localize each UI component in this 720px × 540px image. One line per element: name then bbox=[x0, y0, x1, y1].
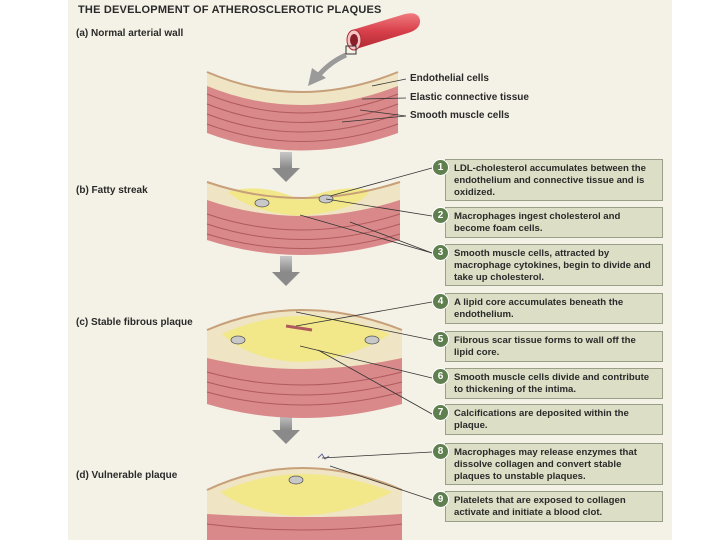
leader-elastic bbox=[361, 97, 407, 100]
leader-smooth-muscle-2 bbox=[359, 109, 407, 117]
label-smooth-muscle: Smooth muscle cells bbox=[410, 110, 510, 121]
section-label-stable-plaque: (c) Stable fibrous plaque bbox=[76, 317, 193, 328]
callout-step-8-text: Macrophages may release enzymes that dis… bbox=[454, 447, 637, 482]
step-badge-7: 7 bbox=[432, 404, 449, 421]
callout-step-9-text: Platelets that are exposed to collagen a… bbox=[454, 495, 626, 518]
step-badge-9: 9 bbox=[432, 491, 449, 508]
callout-step-8: Macrophages may release enzymes that dis… bbox=[445, 443, 663, 485]
artery-tube-icon bbox=[345, 13, 421, 55]
callout-step-6-text: Smooth muscle cells divide and contribut… bbox=[454, 372, 650, 395]
vulnerable-plaque-cross-section bbox=[206, 453, 403, 540]
leader-step-3b bbox=[349, 221, 433, 254]
figure-title: THE DEVELOPMENT OF ATHEROSCLEROTIC PLAQU… bbox=[78, 4, 382, 16]
down-arrow-3 bbox=[272, 414, 300, 444]
down-arrow-1 bbox=[272, 152, 300, 182]
section-label-normal: (a) Normal arterial wall bbox=[76, 28, 184, 39]
step-badge-1: 1 bbox=[432, 159, 449, 176]
step-badge-2: 2 bbox=[432, 207, 449, 224]
callout-step-7: Calcifications are deposited within the … bbox=[445, 404, 663, 435]
callout-step-4-text: A lipid core accumulates beneath the end… bbox=[454, 297, 624, 320]
callout-step-3-text: Smooth muscle cells, attracted by macrop… bbox=[454, 248, 651, 283]
label-elastic-tissue: Elastic connective tissue bbox=[410, 92, 529, 103]
leader-step-1 bbox=[329, 167, 433, 197]
leader-step-6 bbox=[299, 345, 433, 379]
callout-step-1: LDL-cholesterol accumulates between the … bbox=[445, 159, 663, 201]
callout-step-5-text: Fibrous scar tissue forms to wall off th… bbox=[454, 335, 636, 358]
leader-step-7 bbox=[317, 349, 433, 415]
callout-step-2-text: Macrophages ingest cholesterol and becom… bbox=[454, 211, 621, 234]
step-badge-3: 3 bbox=[432, 244, 449, 261]
label-endothelial-cells: Endothelial cells bbox=[410, 73, 489, 84]
leader-step-5 bbox=[295, 311, 433, 341]
curved-pointer-arrow-head bbox=[308, 68, 326, 86]
callout-step-2: Macrophages ingest cholesterol and becom… bbox=[445, 207, 663, 238]
leader-step-2 bbox=[325, 198, 433, 217]
step-badge-6: 6 bbox=[432, 368, 449, 385]
down-arrow-2 bbox=[272, 256, 300, 286]
stable-plaque-cross-section bbox=[206, 309, 403, 418]
callout-step-6: Smooth muscle cells divide and contribut… bbox=[445, 368, 663, 399]
leader-step-4 bbox=[295, 301, 433, 327]
step-badge-8: 8 bbox=[432, 443, 449, 460]
callout-step-9: Platelets that are exposed to collagen a… bbox=[445, 491, 663, 522]
callout-step-1-text: LDL-cholesterol accumulates between the … bbox=[454, 163, 646, 198]
callout-step-4: A lipid core accumulates beneath the end… bbox=[445, 293, 663, 324]
fatty-streak-cross-section bbox=[206, 181, 401, 255]
step-badge-5: 5 bbox=[432, 331, 449, 348]
normal-wall-cross-section bbox=[206, 71, 399, 151]
leader-step-9 bbox=[329, 465, 433, 501]
step-badge-4: 4 bbox=[432, 293, 449, 310]
callout-step-7-text: Calcifications are deposited within the … bbox=[454, 408, 629, 431]
curved-pointer-arrow bbox=[316, 52, 348, 78]
section-label-vulnerable-plaque: (d) Vulnerable plaque bbox=[76, 470, 178, 481]
leader-step-8 bbox=[321, 451, 433, 459]
leader-smooth-muscle-1 bbox=[341, 115, 407, 123]
leader-endothelial bbox=[371, 78, 407, 87]
callout-step-5: Fibrous scar tissue forms to wall off th… bbox=[445, 331, 663, 362]
section-label-fatty-streak: (b) Fatty streak bbox=[76, 185, 148, 196]
leader-step-3a bbox=[299, 214, 433, 254]
callout-step-3: Smooth muscle cells, attracted by macrop… bbox=[445, 244, 663, 286]
